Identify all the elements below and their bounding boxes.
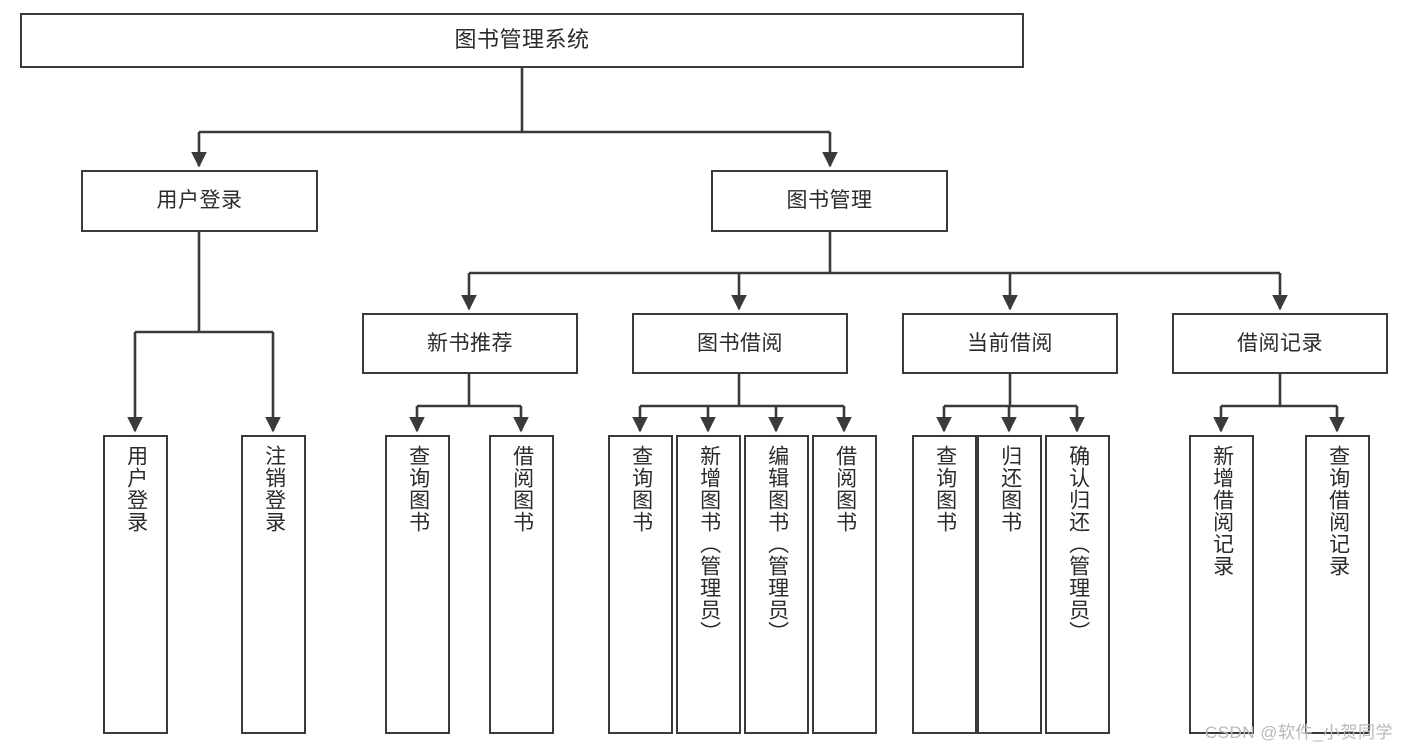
watermark-text: CSDN @软件_小贺同学 [1204, 723, 1393, 742]
node-root-book-management-system[interactable]: 图书管理系统 [20, 13, 1024, 68]
node-label: 查询图书 [629, 445, 653, 533]
node-label: 图书管理系统 [454, 27, 590, 53]
node-label: 当前借阅 [967, 331, 1053, 355]
node-label: 借阅图书 [510, 445, 534, 533]
leaf-query-book-current[interactable]: 查询图书 [912, 435, 977, 734]
node-book-borrowing[interactable]: 图书借阅 [632, 313, 848, 374]
node-label: 编辑图书（管理员） [765, 445, 789, 643]
leaf-edit-book-admin[interactable]: 编辑图书（管理员） [744, 435, 809, 734]
node-label: 借阅图书 [833, 445, 857, 533]
node-label: 新增借阅记录 [1210, 445, 1234, 577]
node-label: 查询借阅记录 [1326, 445, 1350, 577]
node-user-login[interactable]: 用户登录 [81, 170, 318, 232]
node-label: 借阅记录 [1237, 331, 1323, 355]
node-borrowing-record[interactable]: 借阅记录 [1172, 313, 1388, 374]
node-current-borrowing[interactable]: 当前借阅 [902, 313, 1118, 374]
leaf-borrow-book-newbook[interactable]: 借阅图书 [489, 435, 554, 734]
node-label: 归还图书 [998, 445, 1022, 533]
leaf-add-book-admin[interactable]: 新增图书（管理员） [676, 435, 741, 734]
leaf-query-borrow-record[interactable]: 查询借阅记录 [1305, 435, 1370, 734]
leaf-user-login[interactable]: 用户登录 [103, 435, 168, 734]
node-new-book-recommendation[interactable]: 新书推荐 [362, 313, 578, 374]
leaf-add-borrow-record[interactable]: 新增借阅记录 [1189, 435, 1254, 734]
node-label: 图书管理 [786, 189, 873, 213]
node-label: 查询图书 [406, 445, 430, 533]
leaf-return-book[interactable]: 归还图书 [977, 435, 1042, 734]
node-label: 注销登录 [262, 445, 286, 533]
node-label: 确认归还（管理员） [1066, 445, 1090, 643]
leaf-confirm-return-admin[interactable]: 确认归还（管理员） [1045, 435, 1110, 734]
node-label: 用户登录 [124, 445, 148, 533]
node-label: 图书借阅 [697, 331, 783, 355]
leaf-borrow-book[interactable]: 借阅图书 [812, 435, 877, 734]
node-label: 新书推荐 [427, 331, 513, 355]
leaf-logout[interactable]: 注销登录 [241, 435, 306, 734]
leaf-query-book-borrow[interactable]: 查询图书 [608, 435, 673, 734]
node-label: 新增图书（管理员） [697, 445, 721, 643]
node-label: 查询图书 [933, 445, 957, 533]
node-book-management[interactable]: 图书管理 [711, 170, 948, 232]
leaf-query-book-newbook[interactable]: 查询图书 [385, 435, 450, 734]
node-label: 用户登录 [156, 189, 243, 213]
